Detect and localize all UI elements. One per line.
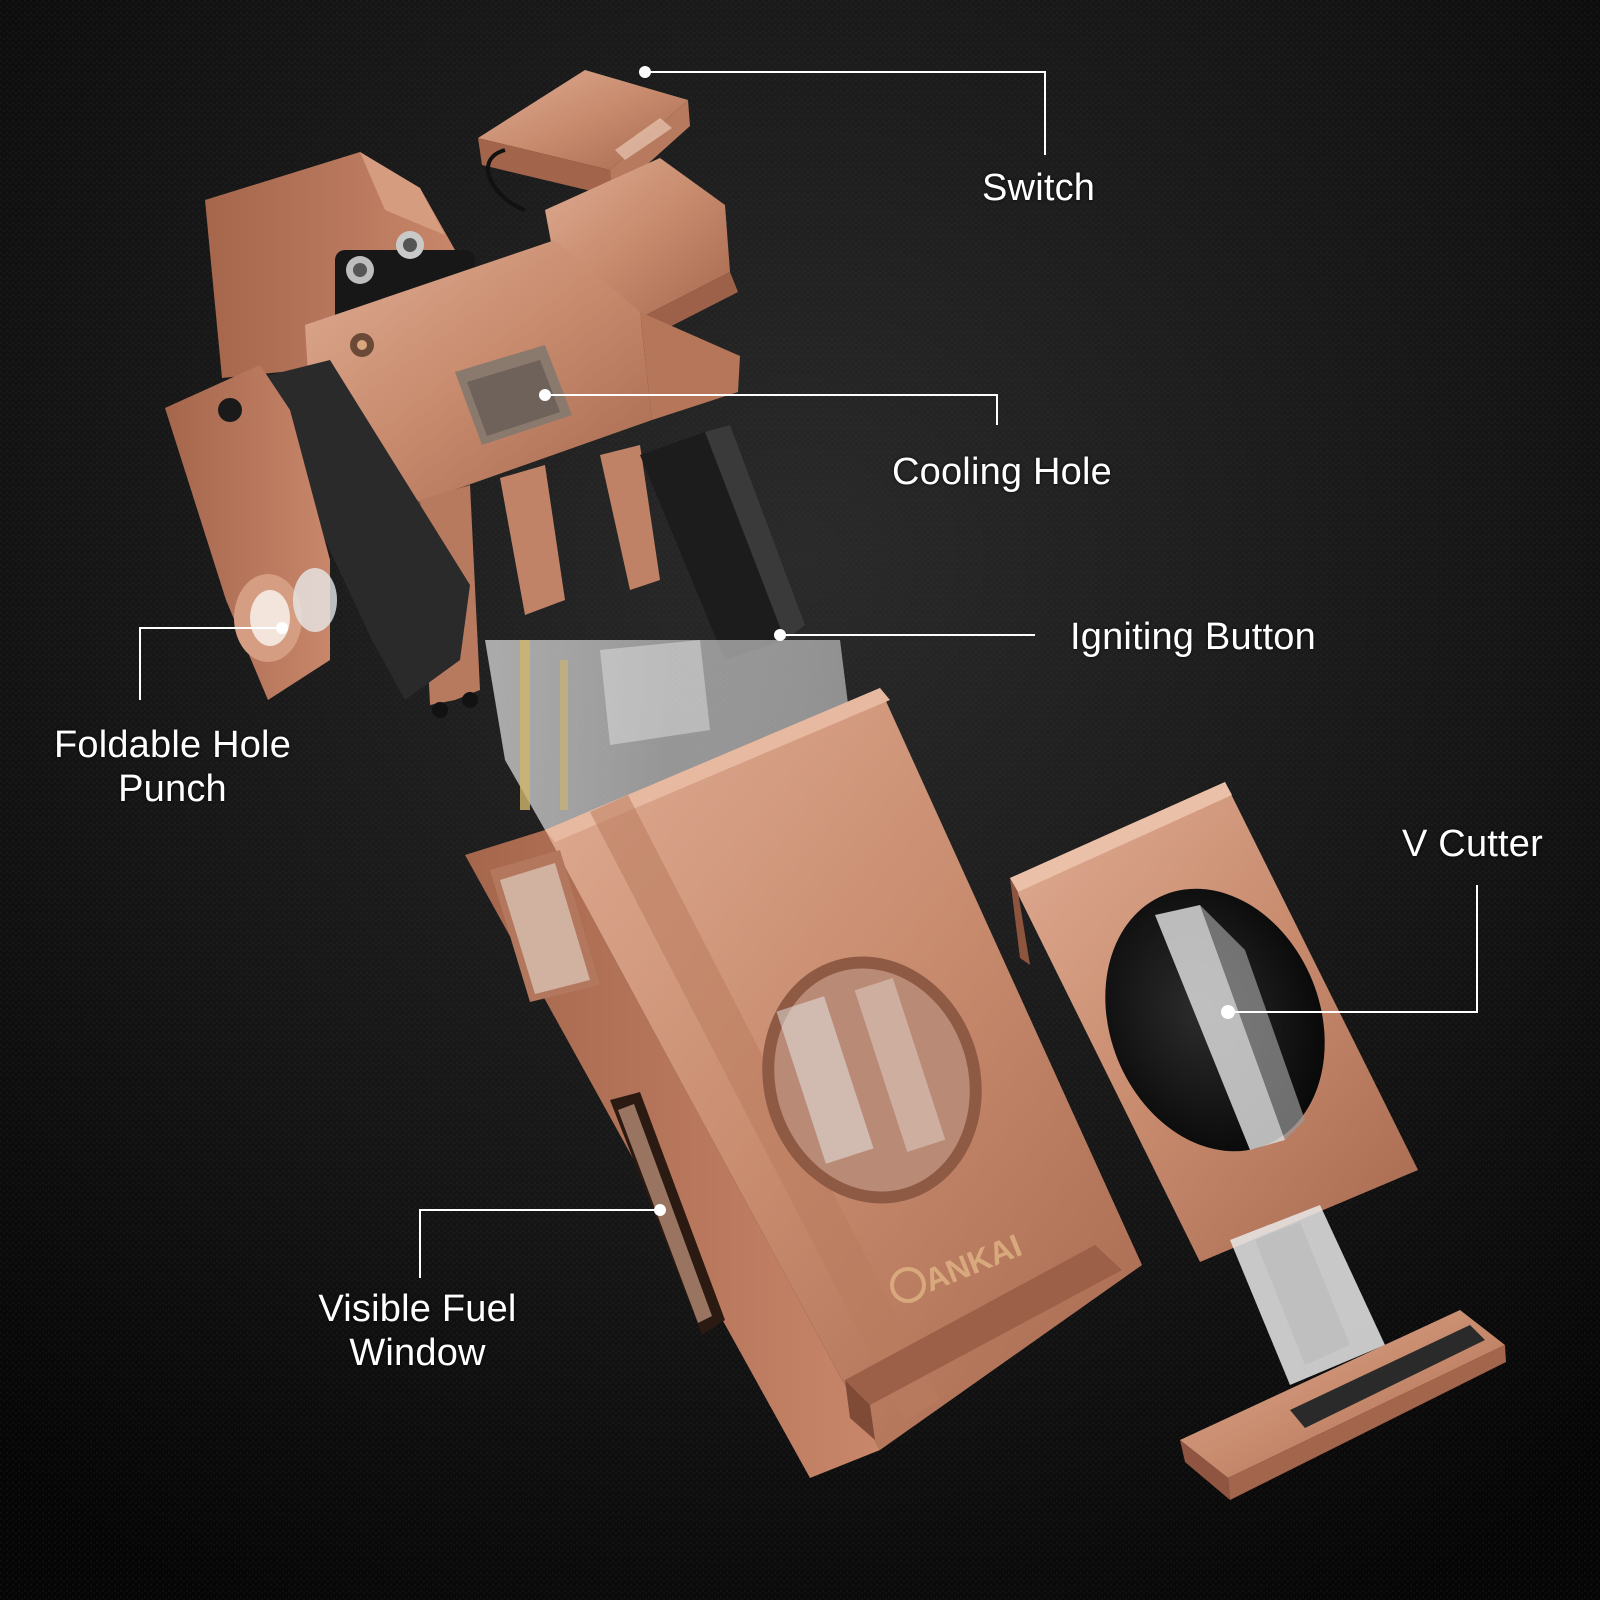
fuel-tank: [485, 640, 855, 830]
callout-line-switch: [645, 71, 1046, 155]
label-foldable-hole-punch-line2: Punch: [118, 768, 227, 810]
label-foldable-hole-punch: Foldable Hole Punch: [40, 723, 305, 811]
callout-dots: [276, 66, 1235, 1216]
top-mechanism: [165, 152, 805, 718]
callout-dot-visible-fuel-window: [654, 1204, 666, 1216]
callout-dot-switch: [639, 66, 651, 78]
label-visible-fuel-window-line2: Window: [349, 1332, 486, 1374]
callout-dot-igniting-button: [774, 629, 786, 641]
callout-dot-foldable-hole-punch: [276, 622, 288, 634]
callout-line-visible-fuel-window: [419, 1209, 660, 1278]
callout-line-v-cutter: [1228, 885, 1478, 1013]
label-cooling-hole: Cooling Hole: [892, 451, 1112, 493]
v-cutter: [1010, 782, 1506, 1500]
callout-dot-v-cutter: [1221, 1005, 1235, 1019]
label-foldable-hole-punch-line1: Foldable Hole: [53, 724, 292, 766]
label-visible-fuel-window: Visible Fuel Window: [295, 1287, 540, 1375]
main-body: [465, 688, 1142, 1478]
label-visible-fuel-window-line1: Visible Fuel: [318, 1288, 517, 1330]
label-igniting-button: Igniting Button: [1070, 616, 1316, 658]
callout-line-foldable-hole-punch: [139, 627, 282, 700]
callout-lines: [139, 71, 1478, 1278]
label-v-cutter: V Cutter: [1402, 823, 1543, 865]
label-switch: Switch: [982, 167, 1096, 209]
callout-dot-cooling-hole: [539, 389, 551, 401]
callout-line-cooling-hole: [545, 394, 998, 425]
switch-wire: [485, 148, 526, 212]
